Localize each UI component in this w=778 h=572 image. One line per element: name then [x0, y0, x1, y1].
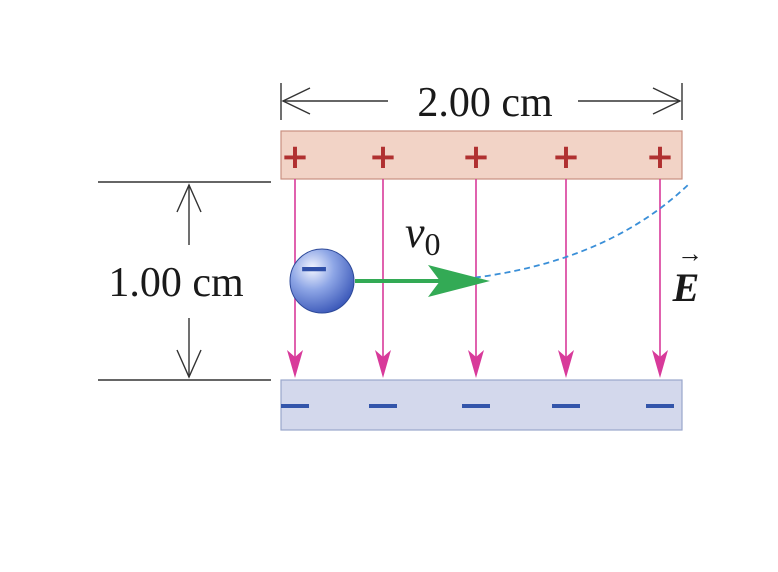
electric-field-lines [287, 179, 668, 378]
plus-sign: + [462, 137, 491, 177]
electron-particle: − [289, 245, 355, 314]
plus-sign: + [552, 137, 581, 177]
field-line [375, 179, 391, 378]
plus-sign: + [646, 137, 675, 177]
field-line [468, 179, 484, 378]
minus-sign [281, 404, 309, 408]
width-dimension [280, 83, 683, 120]
minus-sign [369, 404, 397, 408]
field-line [558, 179, 574, 378]
velocity-label: v0 [405, 208, 441, 262]
field-line [652, 179, 668, 378]
positive-plate [280, 130, 683, 180]
minus-sign [552, 404, 580, 408]
minus-sign [646, 404, 674, 408]
electron-charge-sign: − [298, 245, 330, 290]
plus-sign: + [281, 137, 310, 177]
height-label: 1.00 cm [108, 260, 244, 306]
field-label: E [672, 265, 700, 310]
field-vector-arrow: → [677, 239, 703, 268]
minus-sign [462, 404, 490, 408]
velocity-arrow [355, 265, 490, 297]
plus-sign: + [369, 137, 398, 177]
width-label: 2.00 cm [417, 80, 553, 126]
plus-signs: + + + + + [281, 137, 675, 177]
velocity-subscript: 0 [425, 226, 441, 262]
velocity-symbol: v [405, 208, 425, 257]
minus-signs [281, 404, 674, 408]
electron-trajectory [355, 182, 691, 282]
height-dimension [98, 181, 271, 381]
